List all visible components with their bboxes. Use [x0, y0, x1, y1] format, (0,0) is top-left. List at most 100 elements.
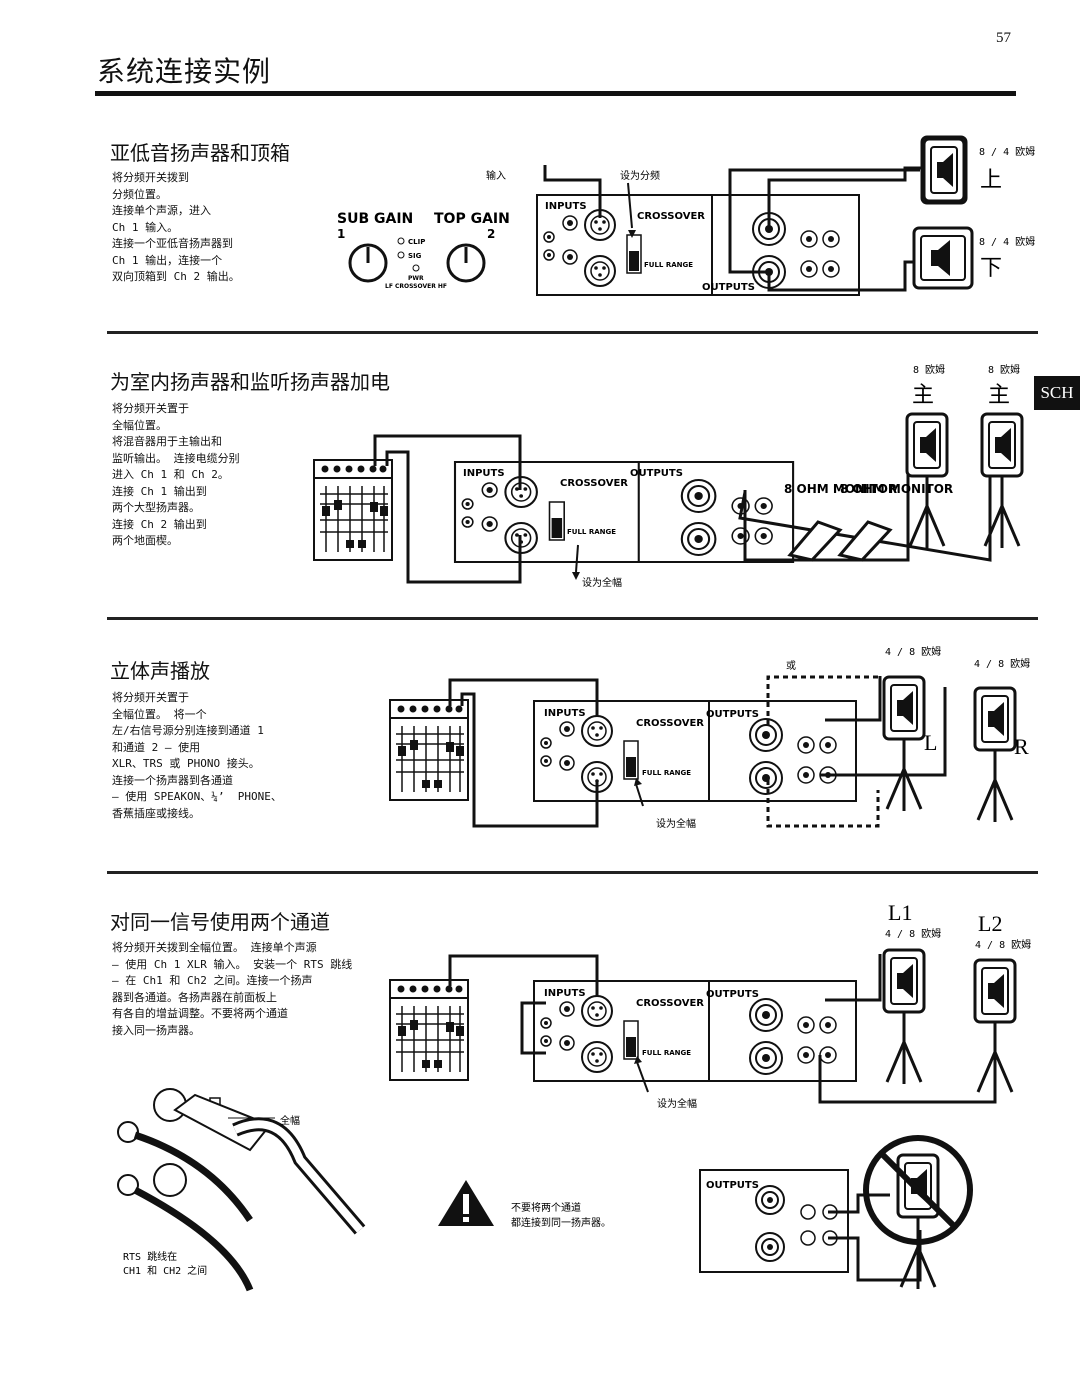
clip-label: CLIP: [408, 238, 425, 246]
section-description: 将分频开关置于全幅位置。将混音器用于主输出和监听输出。 连接电缆分别进入 Ch …: [112, 401, 240, 550]
description-line: 进入 Ch 1 和 Ch 2。: [112, 468, 229, 481]
description-line: 香蕉插座或接线。: [112, 806, 200, 820]
description-line: 左/右信号源分别连接到通道 1: [112, 724, 264, 737]
rts-jumper-illustration: [117, 1088, 366, 1292]
speaker-position: L2: [978, 911, 1002, 936]
main-speaker: [980, 412, 1024, 478]
description-line: 器到各通道。各扬声器在前面板上: [112, 990, 277, 1004]
speaker-position: R: [1014, 734, 1029, 759]
speaker-position: 上: [980, 167, 1002, 192]
description-line: 连接一个扬声器到各通道: [112, 773, 233, 787]
section-title: 为室内扬声器和监听扬声器加电: [110, 370, 390, 394]
description-line: Ch 1 输出，连接一个: [112, 253, 223, 267]
crossover-label: CROSSOVER: [636, 998, 704, 1009]
wrong-cable: [828, 1193, 922, 1282]
description-line: 分频位置。: [112, 187, 167, 201]
speaker-position: L1: [888, 900, 912, 925]
speaker-cable: [543, 165, 921, 292]
full-range-label: FULL RANGE: [642, 769, 691, 777]
speaker-position: 下: [980, 255, 1002, 280]
sub-gain-label: SUB GAIN: [337, 211, 413, 227]
speaker-position: 主: [988, 382, 1010, 407]
tripod-stand: [976, 1020, 1014, 1096]
callout-or: 或: [786, 660, 796, 672]
description-line: 两个地面楔。: [112, 534, 178, 547]
speaker-ohm: 4 / 8 欧姆: [975, 938, 1031, 951]
pwr-label: PWR: [408, 275, 424, 282]
section-title: 对同一信号使用两个通道: [110, 910, 330, 934]
description-line: Ch 1 输入。: [112, 220, 179, 234]
description-line: — 使用 Ch 1 XLR 输入。 安装一个 RTS 跳线: [112, 957, 353, 971]
front-panel: SUB GAIN TOP GAIN 1 2 CLIP SIG PWR LF CR…: [337, 211, 510, 290]
section-divider: [107, 617, 1038, 620]
section-description: 将分频开关拨到全幅位置。 连接单个声源 — 使用 Ch 1 XLR 输入。 安装一…: [112, 940, 352, 1039]
callout-rts: CH1 和 CH2 之间: [123, 1264, 207, 1277]
amplifier-rear-panel: INPUTS CROSSOVER FULL RANGE OUTPUTS: [453, 460, 795, 564]
amplifier-rear-panel: INPUTS CROSSOVER FULL RANGE OUTPUTS: [533, 700, 857, 802]
description-line: XLR、TRS 或 PHONO 接头。: [112, 757, 260, 770]
top-gain-label: TOP GAIN: [434, 211, 510, 227]
callout-switch: 设为分频: [620, 169, 660, 182]
signal-cable: [448, 676, 947, 828]
sig-label: SIG: [408, 252, 422, 260]
top-speaker: [920, 135, 968, 205]
description-line: 和通道 2 — 使用: [112, 740, 201, 754]
outputs-label: OUTPUTS: [702, 282, 755, 293]
description-line: 连接 Ch 1 输出到: [112, 484, 207, 498]
section-title: 亚低音扬声器和顶箱: [110, 141, 290, 165]
subwoofer: [912, 226, 974, 290]
callout-input: 输入: [486, 169, 506, 182]
outputs-label: OUTPUTS: [706, 709, 759, 720]
crossover-label: CROSSOVER: [636, 718, 704, 729]
description-line: 全幅位置。: [112, 418, 167, 432]
section-title: 立体声播放: [110, 659, 210, 683]
speaker-position: L: [924, 730, 937, 755]
description-line: 全幅位置。 将一个: [112, 707, 207, 721]
left-speaker: [882, 675, 926, 741]
speaker-ohm: 4 / 8 欧姆: [885, 645, 941, 658]
inputs-label: INPUTS: [544, 708, 586, 719]
tripod-stand: [885, 1010, 923, 1086]
callout-switch: 设为全幅: [657, 1097, 697, 1110]
page-number: 57: [996, 30, 1011, 46]
speaker-ohm: 4 / 8 欧姆: [974, 657, 1030, 670]
speaker-ohm: 8 / 4 欧姆: [979, 235, 1035, 248]
description-line: 接入同一扬声器。: [112, 1023, 200, 1037]
title-rule: [95, 91, 1016, 96]
description-line: 连接 Ch 2 输出到: [112, 517, 207, 531]
speaker-ohm: 8 欧姆: [913, 363, 945, 376]
description-line: — 使用 SPEAKON、¼’ PHONE、: [112, 790, 282, 803]
mixer: [389, 699, 469, 801]
description-line: 将混音器用于主输出和: [112, 435, 222, 448]
outputs-label: OUTPUTS: [630, 468, 683, 479]
description-line: 将分频开关置于: [112, 402, 189, 415]
description-line: 双向顶箱到 Ch 2 输出。: [112, 270, 240, 283]
speaker-ohm: 8 欧姆: [988, 363, 1020, 376]
monitor-label: 8 OHM MONITOR: [840, 482, 953, 496]
forbidden-outputs-panel: OUTPUTS: [699, 1169, 849, 1273]
outputs-label: OUTPUTS: [706, 1180, 759, 1191]
description-line: 将分频开关置于: [112, 691, 189, 704]
description-line: 将分频开关拨到全幅位置。 连接单个声源: [112, 941, 317, 954]
speaker-position: 主: [912, 382, 934, 407]
channel-label: 2: [487, 227, 495, 241]
warning-icon: [438, 1180, 494, 1226]
description-line: 连接一个亚低音扬声器到: [112, 237, 233, 250]
inputs-label: INPUTS: [463, 468, 505, 479]
mixer: [389, 979, 469, 1081]
callout-rts: RTS 跳线在: [123, 1250, 177, 1263]
channel-label: 1: [337, 227, 345, 241]
page-title: 系统连接实例: [97, 55, 272, 88]
full-range-label: FULL RANGE: [567, 528, 616, 536]
description-line: 监听输出。 连接电缆分别: [112, 451, 240, 465]
warning-text: 不要将两个通道: [511, 1201, 581, 1214]
speaker-ohm: 4 / 8 欧姆: [885, 927, 941, 940]
prohibited-sign: [863, 1135, 973, 1291]
section-description: 将分频开关置于全幅位置。 将一个左/右信号源分别连接到通道 1 和通道 2 — 使…: [112, 690, 282, 822]
alternative-cable: [766, 675, 882, 828]
floor-wedge: [787, 520, 893, 562]
lf-crossover-label: LF CROSSOVER HF: [385, 283, 447, 290]
description-line: — 在 Ch1 和 Ch2 之间。连接一个扬声: [112, 974, 313, 987]
